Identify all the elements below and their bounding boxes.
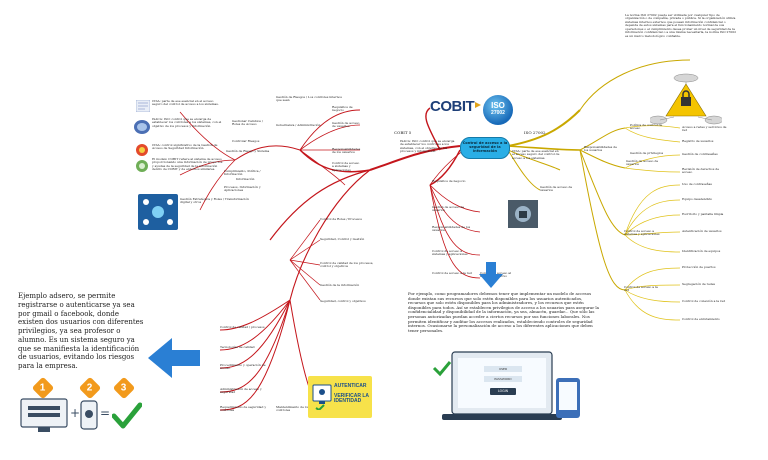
security-triangle-icon xyxy=(650,73,722,125)
login-button[interactable]: LOGIN xyxy=(490,388,516,395)
right-list-12: Protección de puertos xyxy=(682,265,716,269)
right-list-8: Equipo desatendido xyxy=(682,197,713,201)
right-list-3: Registro de usuarios xyxy=(682,139,714,143)
right-list-5: Gestión de contraseñas xyxy=(682,152,718,156)
cobit-logo: COBIT xyxy=(430,98,475,115)
right-branch-label-1: Gestión de acceso de usuarios xyxy=(626,159,659,167)
left-note-4: El modelo COBIT refiere al sistema de ac… xyxy=(152,157,223,172)
left-arrow-icon xyxy=(148,338,200,378)
cobit-mark-icon xyxy=(475,102,481,108)
left-mid-item-3: Gestión de Riesgo y Sistema xyxy=(226,149,270,153)
center-list-5: Control de acceso a la red xyxy=(432,271,472,275)
iso-27002-logo: ISO 27002 xyxy=(483,95,513,125)
left-thumb-1-icon xyxy=(136,100,150,112)
step-2-number: 2 xyxy=(87,382,93,394)
bottom-left-note: Ejemplo adsero, se permite registrarse o… xyxy=(18,292,144,370)
bl-item-1: Control de calidad / procesos xyxy=(220,325,265,329)
down-arrow-icon xyxy=(479,262,503,288)
right-list-15: Control de enrutamiento xyxy=(682,317,720,321)
center-list-2: Gestión de acceso de usuarios xyxy=(432,205,465,213)
bl-item-5: Requerimiento de seguridad y controles xyxy=(220,405,267,413)
mid-label-a: Requisitos de negocio xyxy=(332,105,353,113)
right-list-7: Uso de contraseñas xyxy=(682,182,712,186)
auth-card: AUTENTICAR VERIFICAR LA IDENTIDAD xyxy=(308,376,372,418)
left-note-1: CISA: parte de ese esencial en el acceso… xyxy=(152,99,219,107)
iso-branch-label: ISO 27002 xyxy=(524,130,546,135)
mid-block-2: Gobernanza / Administración xyxy=(276,123,321,127)
left-mid-item-4: Cumplimiento, Política / Información xyxy=(224,169,261,177)
step-1-number: 1 xyxy=(40,382,46,394)
equals-sign: = xyxy=(100,406,111,420)
plus-sign: + xyxy=(70,406,81,420)
left-note-2: ISACA: ISO: control que se encarga de es… xyxy=(152,117,222,128)
mid-list-item-5: Seguridad, control y objetivos xyxy=(320,299,366,303)
checkmark-icon xyxy=(112,402,142,429)
right-list-9: Escritorio y pantalla limpia xyxy=(682,212,724,216)
monitor-icon xyxy=(20,398,68,432)
right-list-2: Acceso a redes y servicios de red xyxy=(682,125,727,133)
auth-screen-icon xyxy=(312,384,332,410)
left-thumb-3-icon xyxy=(136,144,148,156)
left-thumb-2-icon xyxy=(134,120,150,134)
right-list-11: Identificación de equipos xyxy=(682,249,721,253)
top-right-note: La norma ISO 27002 puede ser utilizada p… xyxy=(625,13,737,38)
iso-text: ISO xyxy=(491,101,505,110)
right-list-13: Segregación de redes xyxy=(682,282,716,286)
mid-list-item-1: Control de Roles / Procesos xyxy=(320,217,362,221)
central-topic[interactable]: Control de acceso a la seguridad de la i… xyxy=(460,137,510,159)
right-list-14: Control de conexión a la red xyxy=(682,299,726,303)
right-branch-label-2: Control de acceso a sistemas y aplicacio… xyxy=(624,229,660,237)
left-thumb-caption: Gestión Estratégica y Roles / Transforma… xyxy=(180,197,249,205)
center-right-caption: Gestión de acceso de usuarios xyxy=(540,185,573,193)
left-note-3: CISA: control significativo de la Gestió… xyxy=(152,143,218,151)
security-photo-icon xyxy=(508,200,538,228)
left-thumb-4-icon xyxy=(136,160,148,172)
auth-card-line1: AUTENTICAR xyxy=(334,383,367,389)
login-user-field[interactable]: USER xyxy=(484,366,522,372)
right-list-10: Autenticación de usuarios xyxy=(682,229,722,233)
iso-sub-caption: CISA: parte de ese esencial en el acceso… xyxy=(512,149,560,160)
mid-label-c: Responsabilidades de los usuarios xyxy=(332,147,361,155)
right-branch-label-3: Control de acceso a la red xyxy=(624,285,658,293)
step-3-number: 3 xyxy=(121,382,127,394)
login-illustration: USER PASSWORD LOGIN xyxy=(432,348,586,430)
bl-item-6: Mantenimiento de los controles xyxy=(276,405,310,413)
right-list-4: Gestión de privilegios xyxy=(630,151,664,155)
center-list-4: Control de acceso a sistemas y aplicacio… xyxy=(432,249,468,257)
mid-label-b: Gestión de acceso de usuarios xyxy=(332,121,360,129)
login-pass-field[interactable]: PASSWORD xyxy=(484,376,522,382)
left-mid-item-2: Controlar Riesgos xyxy=(232,139,260,143)
phone-icon xyxy=(80,400,98,430)
bl-item-3: Procedimiento y operación de acceso xyxy=(220,363,266,371)
right-list-1: Política de control de acceso xyxy=(630,123,663,131)
team-network-icon xyxy=(138,194,178,230)
center-list-3: Responsabilidades de los usuarios xyxy=(432,225,471,233)
mid-label-d: Control de acceso a sistemas y aplicacio… xyxy=(332,161,360,172)
mid-list-item-4: Gestión de la información xyxy=(320,283,360,287)
mid-list-item-3: Control de calidad de los procesos, cont… xyxy=(320,261,374,269)
left-mid-item-6: Procesos, Información y Aplicaciones xyxy=(224,185,261,193)
center-desc: ISACA: ISO: control que se encarga de es… xyxy=(400,139,455,154)
iso-number: 27002 xyxy=(491,110,505,116)
left-mid-item-5: Información xyxy=(236,177,255,181)
auth-card-line2: VERIFICAR LA IDENTIDAD xyxy=(334,393,369,405)
mid-block-1: Gestión de Riesgos / Los controles inter… xyxy=(276,95,342,103)
cobit-branch-label: COBIT 5 xyxy=(394,130,412,135)
bl-item-2: Tecnologías de calidad xyxy=(220,345,255,349)
bottom-center-note: Por ejemplo, como programadores debemos … xyxy=(408,291,600,333)
left-mid-item-1: Gestionar Cambios / Roles de Acceso xyxy=(232,119,263,127)
right-branch-label-4: Responsabilidades de los usuarios xyxy=(584,145,617,153)
center-list-1: Requisitos de negocio xyxy=(432,179,466,183)
bl-item-4: Administración de acceso y seguridad xyxy=(220,387,262,395)
right-list-6: Revisión de derechos de acceso xyxy=(682,167,720,175)
mid-list-item-2: Seguridad, Control y Gestión xyxy=(320,237,365,241)
